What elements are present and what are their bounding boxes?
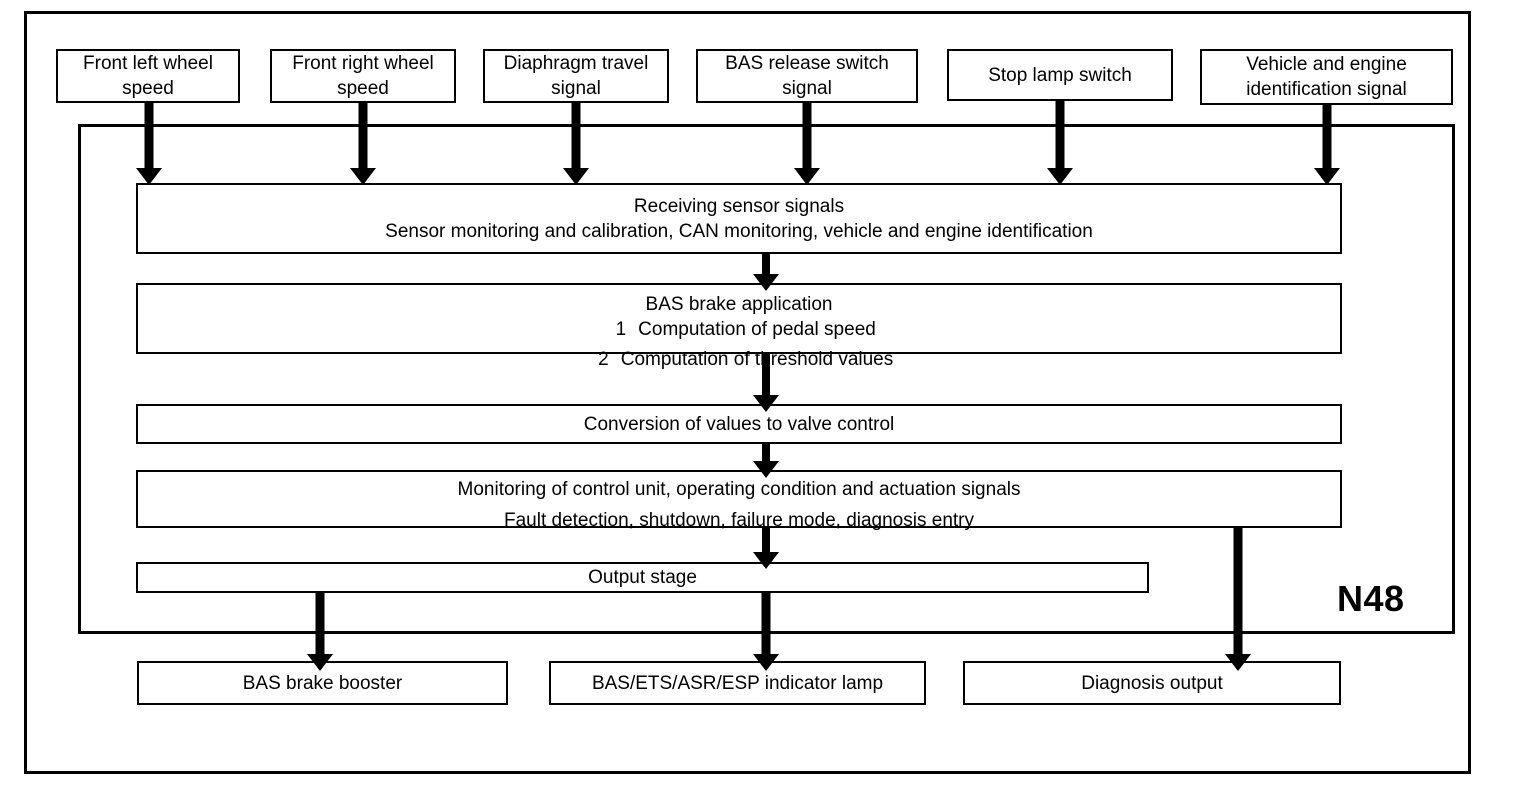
input-label-line-2: signal [551, 78, 601, 99]
input-label-line-2: signal [782, 78, 832, 99]
input-label-line-2: speed [122, 78, 174, 99]
arrow-front-left-wheel-speed [134, 103, 164, 185]
input-box-stop-lamp-switch[interactable]: Stop lamp switch [947, 49, 1173, 101]
arrow-output-diagnosis [1224, 528, 1252, 671]
ecu-label-n48: N48 [1337, 578, 1405, 619]
stage-label-line-1: Conversion of values to valve control [583, 413, 895, 435]
arrow-stage3-to-stage4 [752, 444, 780, 478]
arrow-stage4-to-output-stage [752, 528, 780, 569]
output-label-line-1: BAS brake booster [242, 672, 403, 694]
output-label-line-1: Diagnosis output [1081, 672, 1223, 694]
input-label-line-1: Diaphragm travel [503, 53, 649, 74]
input-label-line-1: Front right wheel [292, 53, 434, 74]
stage-box-bas-brake-application[interactable]: BAS brake application 1 Computation of pe… [136, 283, 1342, 354]
output-label-line-1: BAS/ETS/ASR/ESP indicator lamp [591, 672, 884, 694]
arrow-diaphragm-travel-signal [561, 103, 591, 185]
input-label-line-1: Vehicle and engine [1246, 54, 1407, 75]
output-box-diagnosis-output[interactable]: Diagnosis output [963, 661, 1341, 705]
stage-item-number: 1 [615, 319, 627, 340]
stage-item-text: Computation of threshold values [620, 349, 894, 370]
output-box-bas-ets-asr-esp-indicator-lamp[interactable]: BAS/ETS/ASR/ESP indicator lamp [549, 661, 926, 705]
stage-label-line-1: Monitoring of control unit, operating co… [457, 479, 1021, 500]
arrow-bas-release-switch-signal [792, 103, 822, 185]
input-box-bas-release-switch-signal[interactable]: BAS release switch signal [696, 49, 918, 103]
stage-numbered-item-1: 1 Computation of pedal speed [602, 317, 876, 342]
stage-box-conversion-of-values-to-valve-control[interactable]: Conversion of values to valve control [136, 404, 1342, 444]
stage-label-line-2: Sensor monitoring and calibration, CAN m… [385, 220, 1093, 242]
arrow-front-right-wheel-speed [348, 103, 378, 185]
input-box-diaphragm-travel-signal[interactable]: Diaphragm travel signal [483, 49, 669, 103]
stage-numbered-item-2: 2 Computation of threshold values [136, 347, 1342, 372]
arrow-output-bas-brake-booster [306, 593, 334, 671]
input-box-front-right-wheel-speed[interactable]: Front right wheel speed [270, 49, 456, 103]
input-box-vehicle-and-engine-identification-signal[interactable]: Vehicle and engine identification signal [1200, 49, 1453, 105]
arrow-stop-lamp-switch [1045, 101, 1075, 185]
stage-box-monitoring-of-control-unit[interactable]: Monitoring of control unit, operating co… [136, 470, 1342, 528]
arrow-stage2-to-stage3 [752, 354, 780, 412]
input-label-line-2: identification signal [1246, 79, 1407, 100]
outer-frame [24, 11, 1471, 774]
stage-label-line-1: BAS brake application [645, 294, 833, 315]
stage-label-line-1: Output stage [588, 567, 697, 588]
input-label-line-2: speed [337, 78, 389, 99]
input-label-line-1: BAS release switch [725, 53, 889, 74]
input-label-line-1: Front left wheel [83, 53, 213, 74]
input-box-front-left-wheel-speed[interactable]: Front left wheel speed [56, 49, 240, 103]
arrow-stage1-to-stage2 [752, 254, 780, 291]
arrow-output-indicator-lamp [752, 593, 780, 671]
stage-box-output-stage[interactable]: Output stage [136, 562, 1149, 593]
stage-item-text: Computation of pedal speed [638, 319, 876, 340]
stage-label-line-1: Receiving sensor signals [633, 195, 845, 217]
stage-label-line-2: Fault detection, shutdown, failure mode,… [504, 510, 974, 531]
stage-box-receiving-sensor-signals[interactable]: Receiving sensor signals Sensor monitori… [136, 183, 1342, 254]
input-label-line-1: Stop lamp switch [988, 64, 1132, 86]
arrow-vehicle-and-engine-identification-signal [1312, 105, 1342, 185]
stage-item-number: 2 [598, 349, 609, 370]
